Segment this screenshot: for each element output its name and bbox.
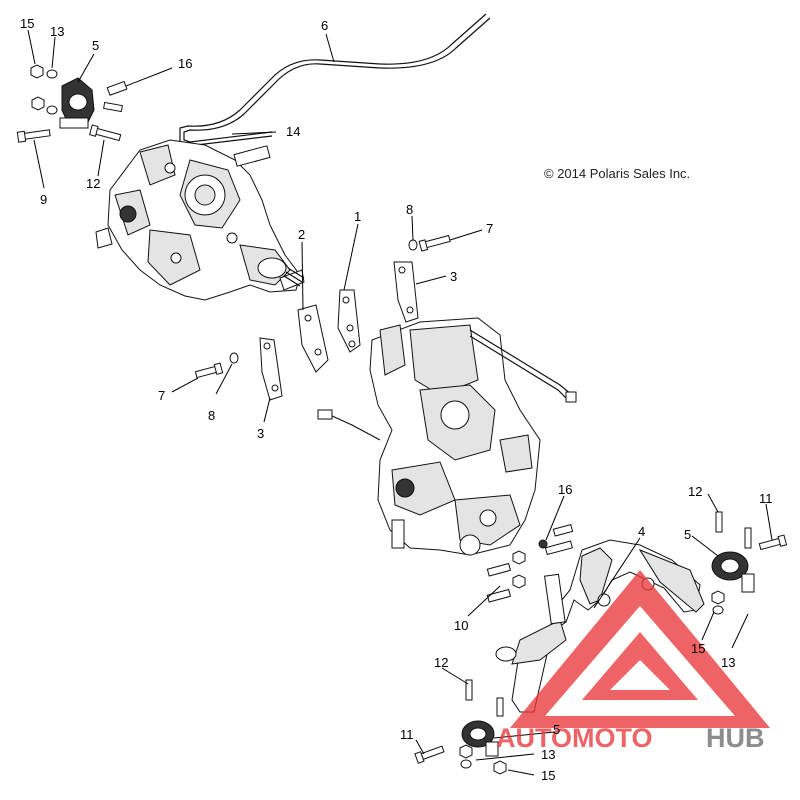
callout-7: 7 (486, 221, 493, 236)
watermark-logo: AUTOMOTO HUB (496, 570, 770, 753)
callout-9: 9 (40, 192, 47, 207)
callout-13: 13 (541, 747, 555, 762)
callout-2: 2 (298, 227, 305, 242)
callout-8: 8 (406, 202, 413, 217)
callout-7: 7 (158, 388, 165, 403)
callout-15: 15 (691, 641, 705, 656)
callout-12: 12 (688, 484, 702, 499)
callout-5: 5 (92, 38, 99, 53)
bracket-part-2 (297, 304, 329, 373)
callout-15: 15 (541, 768, 555, 783)
callout-labels: 15 13 5 16 9 12 6 14 1 2 8 7 3 7 8 3 16 … (20, 16, 773, 783)
callout-14: 14 (286, 124, 300, 139)
callout-5: 5 (684, 527, 691, 542)
watermark-text-automoto: AUTOMOTO (496, 723, 653, 753)
frame-bracket-part-4 (486, 523, 705, 713)
copyright-notice: © 2014 Polaris Sales Inc. (544, 166, 690, 181)
leader-lines (27, 29, 773, 776)
callout-1: 1 (354, 209, 361, 224)
callout-16: 16 (558, 482, 572, 497)
callout-13: 13 (50, 24, 64, 39)
callout-8: 8 (208, 408, 215, 423)
callout-15: 15 (20, 16, 34, 31)
callout-11: 11 (400, 727, 414, 742)
callout-12: 12 (434, 655, 448, 670)
callout-13: 13 (721, 655, 735, 670)
callout-5: 5 (553, 722, 560, 737)
engine (317, 317, 577, 556)
callout-3: 3 (257, 426, 264, 441)
callout-12: 12 (86, 176, 100, 191)
washer-part-8 (408, 239, 418, 251)
watermark-text-hub: HUB (706, 723, 765, 753)
upper-mount-assembly (16, 64, 128, 143)
bracket-part-3-upper (393, 261, 419, 323)
shift-cable-part-6 (179, 13, 491, 147)
callout-3: 3 (450, 269, 457, 284)
callout-11: 11 (759, 491, 773, 506)
mount-part-5-right (711, 511, 788, 615)
bracket-part-3-lower (259, 337, 283, 401)
bracket-part-1 (337, 289, 361, 353)
transmission (95, 139, 305, 301)
callout-6: 6 (321, 18, 328, 33)
mount-brackets (194, 234, 451, 401)
callout-16: 16 (178, 56, 192, 71)
callout-10: 10 (454, 618, 468, 633)
mount-part-5-lower (414, 679, 507, 775)
callout-4: 4 (638, 524, 645, 539)
